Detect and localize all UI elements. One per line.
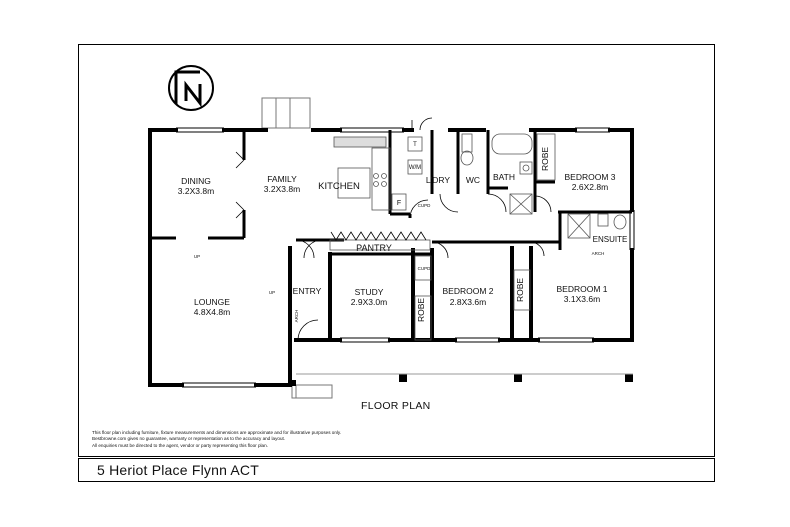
arch-label-2: ARCH bbox=[294, 310, 299, 323]
doors bbox=[235, 117, 552, 341]
family-size: 3.2X3.8m bbox=[264, 184, 300, 194]
front-porch bbox=[291, 384, 333, 399]
disclaimer: This floor plan including furniture, fix… bbox=[92, 430, 422, 449]
room-labels: DINING 3.2X3.8m FAMILY 3.2X3.8m KITCHEN … bbox=[178, 147, 628, 322]
family-name: FAMILY bbox=[267, 174, 297, 184]
rear-deck bbox=[261, 97, 311, 129]
wc-name: WC bbox=[466, 175, 480, 185]
lounge-name: LOUNGE bbox=[194, 297, 230, 307]
north-arrow-icon bbox=[168, 65, 214, 111]
fixtures bbox=[329, 133, 627, 341]
bedroom2-name: BEDROOM 2 bbox=[442, 286, 493, 296]
bedroom3-name: BEDROOM 3 bbox=[564, 172, 615, 182]
robe2-name: ROBE bbox=[416, 298, 426, 322]
bedroom1-name: BEDROOM 1 bbox=[556, 284, 607, 294]
bath-name: BATH bbox=[493, 172, 515, 182]
laundry-name: L'DRY bbox=[426, 175, 450, 185]
disclaimer-line: This floor plan including furniture, fix… bbox=[92, 430, 342, 435]
cupd-label-2: CUPD bbox=[418, 266, 432, 271]
lounge-size: 4.8X4.8m bbox=[194, 307, 230, 317]
disclaimer-line: All enquiries must be directed to the ag… bbox=[92, 442, 268, 448]
fixture-labels: F W/M T CUPD CUPD ARCH ARCH UP UP bbox=[194, 142, 605, 322]
disclaimer-line: Bestbrowne.com gives no guarantee, warra… bbox=[92, 436, 286, 442]
dining-size: 3.2X3.8m bbox=[178, 186, 214, 196]
fridge-label: F bbox=[397, 200, 401, 207]
cupd-label-1: CUPD bbox=[418, 203, 432, 208]
robe3-name: ROBE bbox=[540, 147, 550, 171]
floor-plan-title: FLOOR PLAN bbox=[361, 400, 431, 412]
bedroom2-size: 2.8X3.6m bbox=[450, 297, 486, 307]
ensuite-name: ENSUITE bbox=[593, 235, 628, 244]
kitchen-name: KITCHEN bbox=[318, 181, 360, 192]
tub-label: T bbox=[413, 142, 417, 148]
washer-label: W/M bbox=[409, 165, 421, 171]
plan-frame bbox=[78, 44, 715, 457]
interior-walls bbox=[150, 130, 632, 256]
up-label-1: UP bbox=[194, 254, 200, 259]
study-size: 2.9X3.0m bbox=[351, 297, 387, 307]
bedroom1-size: 3.1X3.6m bbox=[564, 294, 600, 304]
verandah-posts bbox=[290, 374, 633, 386]
property-address: 5 Heriot Place Flynn ACT bbox=[97, 462, 259, 478]
pantry-name: PANTRY bbox=[356, 243, 392, 253]
bedroom3-size: 2.6X2.8m bbox=[572, 182, 608, 192]
arch-label-1: ARCH bbox=[592, 251, 605, 256]
study-name: STUDY bbox=[355, 287, 384, 297]
robe1-name: ROBE bbox=[515, 278, 525, 302]
up-label-2: UP bbox=[269, 290, 275, 295]
address-bar: 5 Heriot Place Flynn ACT bbox=[78, 458, 715, 482]
dining-name: DINING bbox=[181, 176, 211, 186]
entry-name: ENTRY bbox=[293, 286, 322, 296]
windows bbox=[176, 127, 635, 388]
